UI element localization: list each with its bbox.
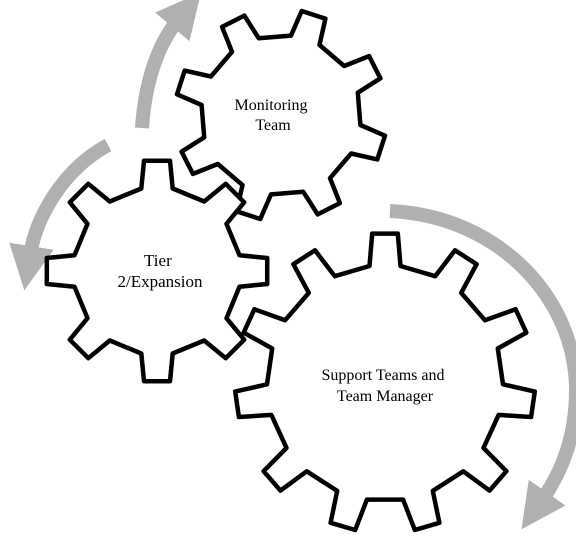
cycle-arrow-left [9,138,112,291]
support-teams-label: Support Teams and Team Manager [321,367,448,405]
cycle-arrow-top [135,0,201,129]
monitoring-team-gear [174,8,388,222]
tier-2-expansion-label: Tier 2/Expansion [118,251,203,291]
tier-2-expansion-gear [44,158,270,384]
cycle-arrow-right [389,204,576,530]
support-teams-gear [232,231,538,533]
monitoring-team-label: Monitoring Team [235,97,312,134]
